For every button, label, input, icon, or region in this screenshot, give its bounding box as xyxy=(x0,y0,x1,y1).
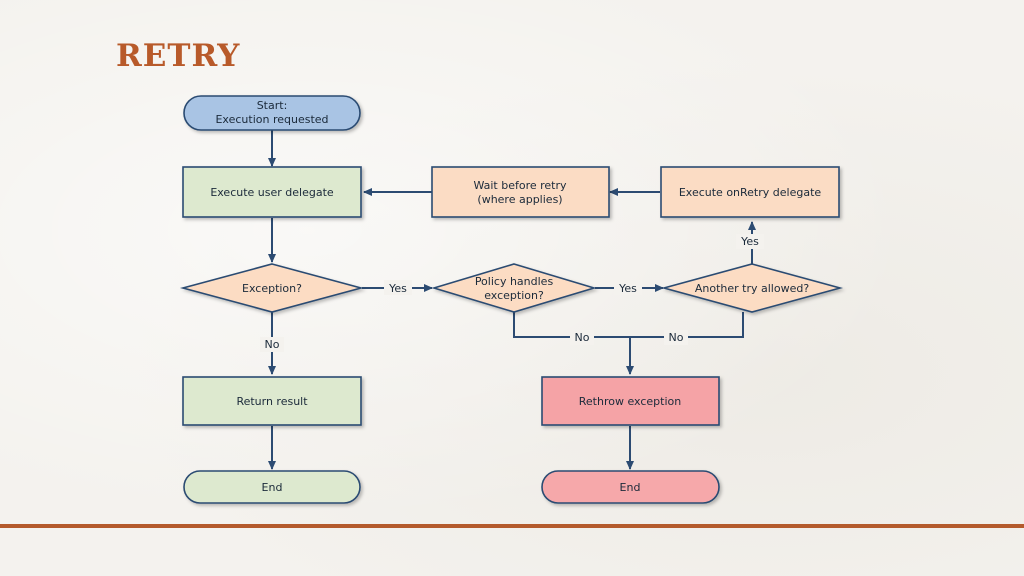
node-end-right-label: End xyxy=(620,481,641,494)
node-start xyxy=(183,95,361,131)
node-rethrow xyxy=(541,376,720,426)
node-execute-onretry xyxy=(660,166,840,218)
node-end-right xyxy=(541,470,720,504)
node-another-try-label: Another try allowed? xyxy=(695,282,809,295)
node-exception-decision xyxy=(179,263,365,313)
node-wait-retry-line1: Wait before retry xyxy=(473,179,567,192)
footer-divider xyxy=(0,524,1024,528)
node-policy-handles-line1: Policy handles xyxy=(475,275,554,288)
edge-label-exception-yes: Yes xyxy=(388,282,407,295)
node-wait-retry xyxy=(431,166,610,218)
node-execute-onretry-label: Execute onRetry delegate xyxy=(679,186,822,199)
node-return-result-label: Return result xyxy=(236,395,308,408)
edge-no-merge xyxy=(513,312,744,338)
node-start-line1: Start: xyxy=(257,99,288,112)
edge-labels: Yes Yes Yes No No No xyxy=(260,234,764,352)
node-end-left-label: End xyxy=(262,481,283,494)
node-return-result xyxy=(182,376,362,426)
edge-label-exception-no: No xyxy=(265,338,280,351)
edge-label-another-no: No xyxy=(669,331,684,344)
node-rethrow-label: Rethrow exception xyxy=(579,395,681,408)
node-execute-delegate xyxy=(182,166,362,218)
node-another-try-decision xyxy=(660,263,844,313)
edge-label-policy-yes: Yes xyxy=(618,282,637,295)
edge-label-policy-no: No xyxy=(575,331,590,344)
slide-title: RETRY xyxy=(116,38,241,74)
node-start-line2: Execution requested xyxy=(215,113,328,126)
node-wait-retry-line2: (where applies) xyxy=(477,193,562,206)
edge-label-another-yes: Yes xyxy=(740,235,759,248)
node-policy-handles-decision xyxy=(431,263,597,313)
node-exception-label: Exception? xyxy=(242,282,302,295)
node-end-left xyxy=(183,470,361,504)
node-execute-delegate-label: Execute user delegate xyxy=(210,186,334,199)
node-policy-handles-line2: exception? xyxy=(484,289,544,302)
